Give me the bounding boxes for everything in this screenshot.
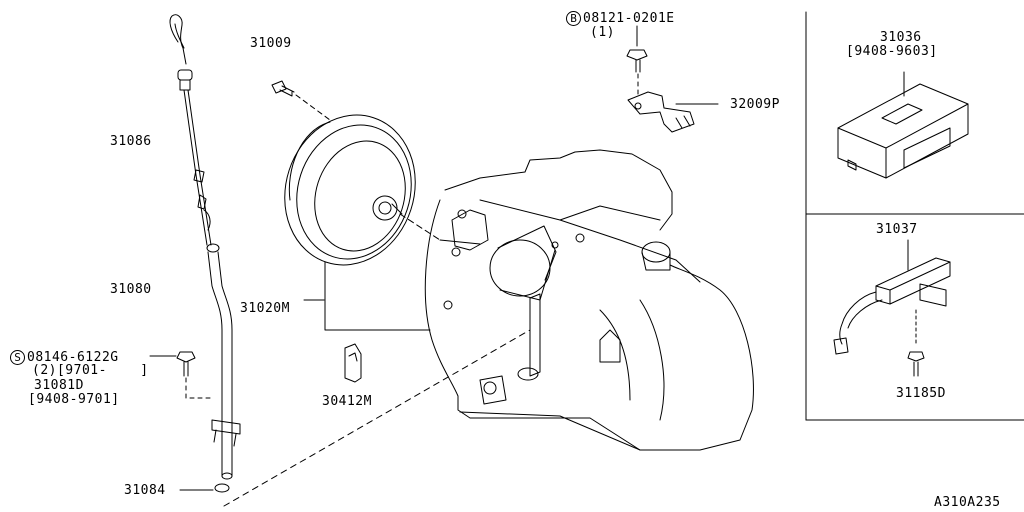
- label-bolt-s-note: (2)[9701- ]: [32, 363, 149, 378]
- label-31086: 31086: [110, 134, 152, 149]
- label-30412m: 30412M: [322, 394, 372, 409]
- label-31036: 31036: [880, 30, 922, 45]
- label-31081d-range: [9408-9701]: [28, 392, 120, 407]
- label-31036-range: [9408-9603]: [846, 44, 938, 59]
- bolt-08146-6122g: [149, 351, 213, 399]
- bolt-08121-0201e: [626, 25, 648, 99]
- sensor-31037: [833, 239, 951, 377]
- bolt-b-part: 08121-0201E: [583, 11, 675, 26]
- clip-30412m: [344, 343, 362, 383]
- tube-31080: [206, 243, 241, 480]
- bolt-s-symbol: S: [10, 350, 25, 365]
- label-32009p: 32009P: [730, 97, 780, 112]
- bolt-s-part: 08146-6122G: [27, 350, 119, 365]
- label-31081d: 31081D: [34, 378, 84, 393]
- bracket-32009p: [627, 91, 719, 133]
- label-31080: 31080: [110, 282, 152, 297]
- dipstick-31086: [169, 14, 212, 246]
- transmission-case: [424, 149, 754, 451]
- diagram-code: A310A235: [934, 495, 1001, 510]
- label-31020m: 31020M: [240, 301, 290, 316]
- label-31185d: 31185D: [896, 386, 946, 401]
- label-31037: 31037: [876, 222, 918, 237]
- label-31084: 31084: [124, 483, 166, 498]
- label-31009: 31009: [250, 36, 292, 51]
- bolt-31009: [271, 80, 331, 121]
- torque-converter-31020m: [284, 114, 441, 331]
- bolt-b-symbol: B: [566, 11, 581, 26]
- inset-frame: [805, 11, 1024, 421]
- seal-31084: [179, 329, 531, 507]
- control-unit-31036: [837, 71, 969, 179]
- label-bolt-b-qty: (1): [590, 25, 615, 40]
